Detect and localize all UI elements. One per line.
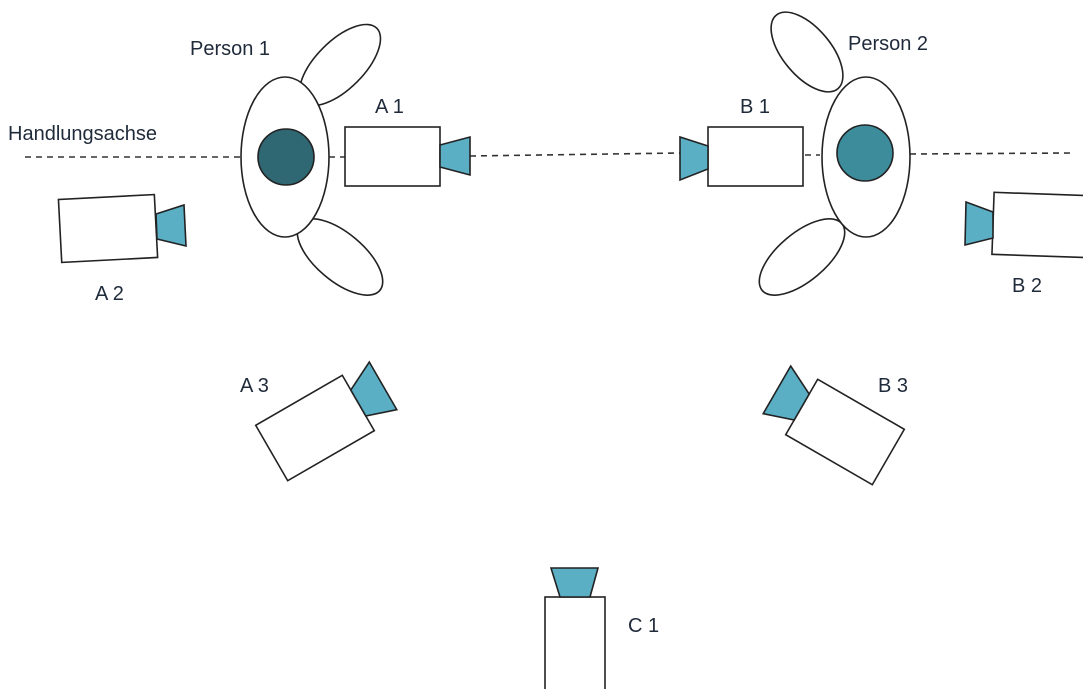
camera-a1-lens [439, 135, 471, 177]
camera-a2-label: A 2 [95, 283, 124, 305]
person-2-arm-upper [770, 11, 844, 93]
camera-a1-label: A 1 [375, 96, 404, 118]
person-1-label: Person 1 [190, 38, 270, 60]
person-1 [240, 23, 384, 296]
camera-c1 [544, 567, 606, 689]
person-2-label: Person 2 [848, 33, 928, 55]
camera-c1-label: C 1 [628, 615, 659, 637]
camera-b2 [964, 191, 1083, 259]
person-2 [758, 11, 911, 296]
camera-b2-lens [964, 200, 994, 247]
camera-a3-lens [349, 360, 399, 417]
camera-b3-lens [761, 364, 811, 421]
camera-a2-lens [155, 203, 187, 248]
axis-label: Handlungsachse [8, 123, 157, 145]
camera-b1-lens [679, 135, 709, 182]
camera-b3-label: B 3 [878, 375, 908, 397]
camera-a2 [57, 193, 187, 264]
camera-a3 [254, 360, 399, 482]
camera-b2-label: B 2 [1012, 275, 1042, 297]
camera-b3 [761, 364, 906, 486]
camera-c1-lens [549, 567, 600, 598]
action-axis [25, 152, 1071, 158]
camera-a3-label: A 3 [240, 375, 269, 397]
person-2-head [836, 124, 894, 182]
person-1-head [257, 128, 315, 186]
camera-b1-label: B 1 [740, 96, 770, 118]
camera-a1 [344, 126, 471, 187]
camera-b1 [679, 126, 804, 187]
